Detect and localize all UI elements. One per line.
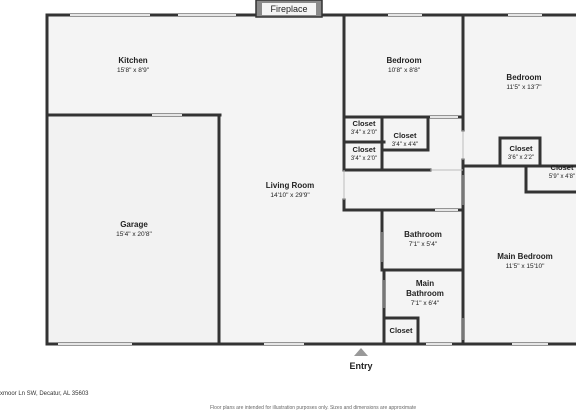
garage-floor bbox=[50, 117, 217, 343]
room-dims: 3'4" x 4'4" bbox=[391, 142, 419, 148]
room-name: Closet bbox=[352, 119, 376, 128]
room-closet-6: Closet bbox=[390, 326, 413, 336]
room-dims: 7'1" x 5'4" bbox=[408, 241, 438, 248]
room-main-bedroom: Main Bedroom 11'5" x 15'10" bbox=[497, 252, 553, 271]
room-name: Bathroom bbox=[404, 230, 442, 239]
room-name: Main Bedroom bbox=[497, 252, 553, 261]
room-garage: Garage 15'4" x 20'8" bbox=[116, 220, 152, 239]
address-text: xmoor Ln SW, Decatur, AL 35603 bbox=[0, 391, 89, 397]
room-dims: 7'1" x 6'4" bbox=[410, 300, 440, 307]
room-bedroom-1: Bedroom 10'8" x 8'8" bbox=[386, 56, 421, 75]
room-name: Closet bbox=[550, 163, 574, 172]
room-name: Closet bbox=[509, 144, 533, 153]
room-name: Closet bbox=[393, 131, 417, 140]
room-name: Kitchen bbox=[118, 56, 148, 65]
room-dims: 10'8" x 8'8" bbox=[387, 67, 421, 74]
entry-arrow-icon bbox=[354, 348, 368, 356]
room-closet-1: Closet 3'4" x 2'0" bbox=[351, 119, 377, 138]
room-dims: 11'5" x 13'7" bbox=[506, 84, 542, 91]
room-closet-4: Closet 3'6" x 2'2" bbox=[508, 144, 534, 163]
room-living: Living Room 14'10" x 29'9" bbox=[266, 181, 314, 200]
room-name: Closet bbox=[352, 145, 376, 154]
room-name: Closet bbox=[389, 326, 413, 335]
room-bathroom: Bathroom 7'1" x 5'4" bbox=[404, 230, 442, 249]
room-bedroom-2: Bedroom 11'5" x 13'7" bbox=[506, 73, 541, 92]
entry-label: Entry bbox=[349, 361, 373, 371]
room-dims: 5'9" x 4'8" bbox=[548, 174, 576, 180]
room-dims: 15'4" x 20'8" bbox=[116, 231, 152, 238]
room-dims: 15'8" x 8'9" bbox=[116, 67, 150, 74]
room-dims: 14'10" x 29'9" bbox=[270, 192, 310, 199]
room-name: Bedroom bbox=[506, 73, 542, 82]
disclaimer-text: Floor plans are intended for illustratio… bbox=[210, 405, 417, 411]
room-dims: 11'5" x 15'10" bbox=[505, 263, 545, 270]
room-closet-5: Closet 5'9" x 4'8" bbox=[549, 163, 575, 182]
room-name: Main Bathroom bbox=[406, 279, 444, 298]
doors bbox=[343, 130, 464, 340]
fireplace-icon bbox=[255, 0, 323, 18]
room-main-bathroom: Main Bathroom 7'1" x 6'4" bbox=[405, 279, 445, 308]
room-name: Garage bbox=[120, 220, 148, 229]
room-kitchen: Kitchen 15'8" x 8'9" bbox=[117, 56, 149, 75]
room-dims: 3'6" x 2'2" bbox=[507, 155, 535, 161]
room-closet-2: Closet 3'4" x 2'0" bbox=[351, 145, 377, 164]
room-closet-3: Closet 3'4" x 4'4" bbox=[392, 131, 418, 150]
fireplace-label: Fireplace bbox=[270, 4, 308, 14]
room-name: Living Room bbox=[265, 181, 315, 190]
room-name: Bedroom bbox=[386, 56, 422, 65]
room-dims: 3'4" x 2'0" bbox=[350, 156, 378, 162]
windows bbox=[58, 14, 548, 345]
room-dims: 3'4" x 2'0" bbox=[350, 130, 378, 136]
